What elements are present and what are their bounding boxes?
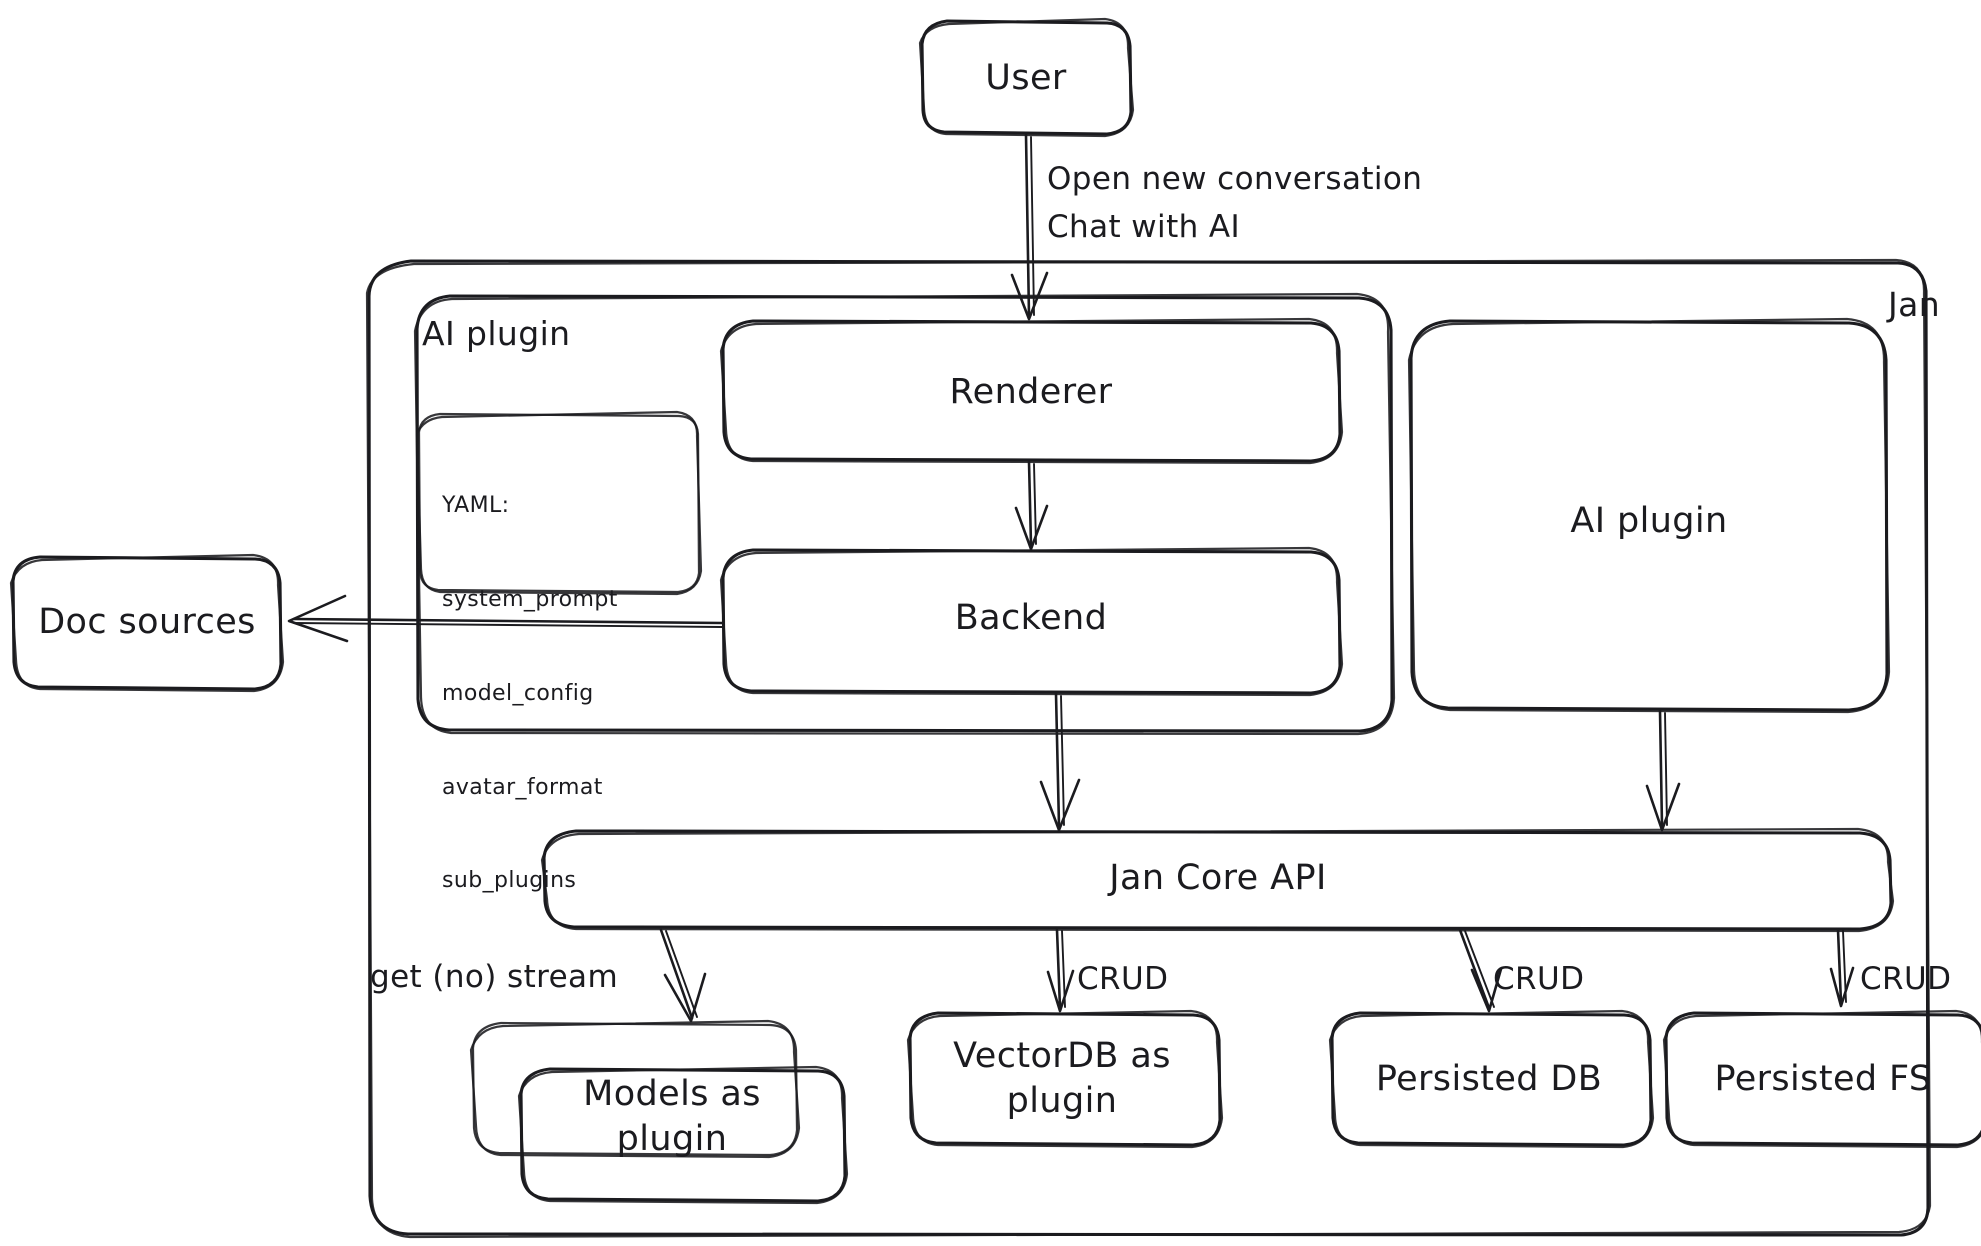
edge-core-to-db-label: CRUD <box>1493 961 1585 997</box>
node-persisted-db-label: Persisted DB <box>1375 1058 1603 1099</box>
container-jan-label: Jan <box>1888 285 1941 324</box>
edge-core-to-models <box>659 928 707 1023</box>
node-jan-core-api-label: Jan Core API <box>1109 857 1327 898</box>
container-ai-plugin-group[interactable] <box>413 292 1396 736</box>
edge-user-to-renderer <box>1010 133 1049 321</box>
edge-core-to-db <box>1458 928 1503 1013</box>
node-yaml-config-text: YAML: system_prompt model_config avatar_… <box>442 428 618 959</box>
yaml-key-model-config: model_config <box>442 680 594 706</box>
node-renderer[interactable] <box>719 317 1344 465</box>
edge-user-to-renderer-label-line1: Open new conversation <box>1047 161 1423 197</box>
container-jan[interactable] <box>365 258 1932 1239</box>
node-vectordb-plugin-label-line2: plugin <box>1006 1080 1118 1121</box>
node-user[interactable] <box>918 17 1135 138</box>
edge-user-to-renderer-label-line2: Chat with AI <box>1047 209 1241 245</box>
node-doc-sources[interactable] <box>9 553 285 693</box>
node-ai-plugin[interactable] <box>1407 317 1891 714</box>
node-models-plugin-label-line1: Models as <box>583 1073 761 1114</box>
yaml-heading: YAML: <box>442 493 510 519</box>
node-doc-sources-label: Doc sources <box>38 601 256 642</box>
node-user-label: User <box>985 57 1067 98</box>
edge-backend-to-doc-sources <box>287 594 724 643</box>
node-persisted-fs-label: Persisted FS <box>1714 1058 1932 1099</box>
node-renderer-label: Renderer <box>949 371 1113 412</box>
edge-core-to-models-label: get (no) stream <box>370 959 619 995</box>
edge-aiplugin-to-core <box>1645 709 1681 832</box>
node-models-plugin-label-line2: plugin <box>616 1118 728 1159</box>
node-backend-label: Backend <box>954 597 1108 638</box>
edge-core-to-vectordb <box>1046 928 1075 1013</box>
edge-core-to-vectordb-label: CRUD <box>1077 961 1169 997</box>
edge-core-to-fs-label: CRUD <box>1860 961 1952 997</box>
yaml-key-sub-plugins: sub_plugins <box>442 868 577 894</box>
node-jan-core-api[interactable] <box>540 827 1895 933</box>
node-yaml-config[interactable] <box>415 410 703 596</box>
node-vectordb-plugin[interactable] <box>906 1009 1224 1149</box>
node-persisted-fs[interactable] <box>1662 1009 1981 1149</box>
edge-renderer-to-backend <box>1014 460 1049 551</box>
node-models-plugin[interactable] <box>469 1019 849 1205</box>
node-persisted-db[interactable] <box>1328 1009 1655 1149</box>
node-backend[interactable] <box>719 546 1344 697</box>
container-ai-plugin-group-label: AI plugin <box>422 314 571 353</box>
edge-backend-to-core <box>1039 692 1081 832</box>
yaml-key-avatar-format: avatar_format <box>442 774 603 800</box>
node-vectordb-plugin-label-line1: VectorDB as <box>953 1035 1171 1076</box>
node-ai-plugin-label: AI plugin <box>1570 500 1728 541</box>
edge-core-to-fs <box>1829 928 1855 1008</box>
yaml-key-system-prompt: system_prompt <box>442 587 618 613</box>
